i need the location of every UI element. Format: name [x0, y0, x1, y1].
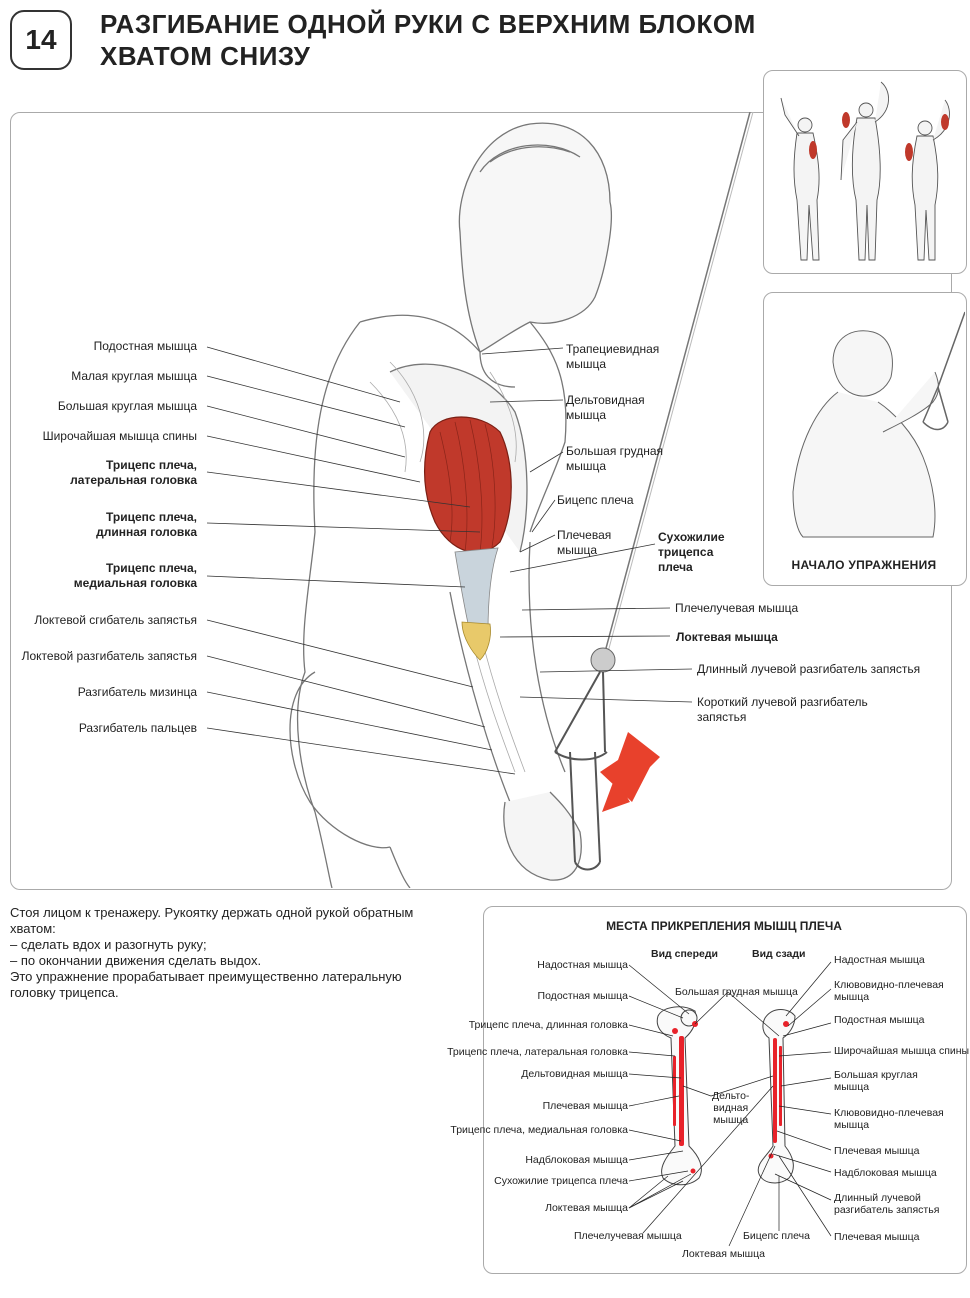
muscle-figures-illustration [780, 81, 950, 261]
label-brachialis-line2: мышца [557, 543, 598, 557]
ins-right-j: Плечевая мышца [834, 1231, 920, 1243]
description-line-3: – сделать вдох и разогнуть руку; [10, 937, 207, 952]
ins-bottom-brachioradialis: Плечелучевая мышца [574, 1230, 682, 1242]
label-trapezius-line2: мышца [566, 357, 607, 371]
label-lokt-sgibatel: Локтевой сгибатель запястья [34, 613, 197, 627]
ins-left-10: Локтевая мышца [545, 1202, 628, 1214]
start-position-caption: НАЧАЛО УПРАЖНЕНИЯ [791, 558, 937, 572]
triceps-muscle [423, 416, 512, 553]
ins-right-i: Длинный лучевой разгибатель запястья [834, 1192, 939, 1216]
ins-right-b: Клювовидно-плечевая мышца [834, 979, 944, 1003]
label-triceps-medial: Трицепс плеча, медиальная головка [10, 561, 197, 591]
ins-right-b-line2: мышца [834, 991, 870, 1003]
ins-right-i-line2: разгибатель запястья [834, 1204, 940, 1216]
ins-center-deltoid-line3: мышца [713, 1114, 749, 1126]
ins-center-deltoid: Дельто- видная мышца [712, 1090, 749, 1126]
ins-right-h: Надблоковая мышца [834, 1167, 937, 1179]
exercise-description: Стоя лицом к тренажеру. Рукоятку держать… [10, 905, 480, 1001]
ins-left-4: Трицепс плеча, латеральная головка [447, 1046, 628, 1058]
description-line-4: – по окончании движения сделать выдох. [10, 953, 262, 968]
label-triceps-tendon: Сухожилие трицепса плеча [658, 530, 725, 575]
ins-right-f: Клювовидно-плечевая мышца [834, 1107, 944, 1131]
label-triceps-lateral: Трицепс плеча, латеральная головка [10, 458, 197, 488]
ins-right-a: Надостная мышца [834, 954, 925, 966]
title-line-1: РАЗГИБАНИЕ ОДНОЙ РУКИ С ВЕРХНИМ БЛОКОМ [100, 9, 756, 39]
description-line-2: хватом: [10, 921, 56, 936]
ins-left-6: Плечевая мышца [542, 1100, 628, 1112]
label-ext-carpi-radialis-longus: Длинный лучевой разгибатель запястья [697, 662, 921, 676]
label-pectoralis-line1: Большая грудная [566, 444, 663, 458]
label-triceps-tendon-line1: Сухожилие [658, 530, 725, 544]
label-triceps-long-line1: Трицепс плеча, [106, 510, 197, 524]
label-malaya-kruglaya: Малая круглая мышца [71, 369, 197, 383]
ins-left-7: Трицепс плеча, медиальная головка [450, 1124, 628, 1136]
ins-bottom-biceps: Бицепс плеча [743, 1230, 810, 1242]
label-triceps-lateral-line2: латеральная головка [70, 473, 197, 487]
label-trapezius-line1: Трапециевидная [566, 342, 660, 356]
ins-right-f-line1: Клювовидно-плечевая [834, 1107, 944, 1119]
insertion-panel [483, 906, 967, 1274]
label-brachioradialis: Плечелучевая мышца [675, 601, 799, 615]
label-razgibatel-paltsev: Разгибатель пальцев [78, 721, 197, 735]
label-triceps-lateral-line1: Трицепс плеча, [106, 458, 197, 472]
main-illustration [206, 112, 754, 888]
label-ext-carpi-radialis-brevis-line2: запястья [697, 710, 747, 724]
movement-arrow-icon [600, 732, 660, 802]
ins-center-deltoid-line2: видная [713, 1102, 749, 1114]
label-ext-carpi-radialis-brevis: Короткий лучевой разгибатель запястья [697, 695, 868, 725]
label-triceps-tendon-line3: плеча [658, 560, 693, 574]
front-view-label: Вид спереди [651, 948, 719, 960]
label-razgibatel-mizintsa: Разгибатель мизинца [77, 685, 197, 699]
label-bolshaya-kruglaya: Большая круглая мышца [57, 399, 197, 413]
ins-right-d: Широчайшая мышца спины [834, 1045, 970, 1057]
description-line-6: головку трицепса. [10, 985, 119, 1000]
label-triceps-tendon-line2: трицепса [658, 545, 714, 559]
label-pectoralis: Большая грудная мышца [566, 444, 663, 474]
back-view-label: Вид сзади [752, 948, 806, 960]
label-triceps-long: Трицепс плеча, длинная головка [10, 510, 197, 540]
label-triceps-medial-line1: Трицепс плеча, [106, 561, 197, 575]
ins-right-b-line1: Клювовидно-плечевая [834, 979, 944, 991]
ins-right-e-line2: мышца [834, 1081, 870, 1093]
label-triceps-medial-line2: медиальная головка [73, 576, 197, 590]
label-trapezius: Трапециевидная мышца [566, 342, 659, 372]
ins-left-8: Надблоковая мышца [525, 1154, 628, 1166]
label-biceps: Бицепс плеча [557, 493, 634, 507]
label-deltoid: Дельтовидная мышца [566, 393, 645, 423]
label-triceps-long-line2: длинная головка [96, 525, 197, 539]
ins-right-f-line2: мышца [834, 1119, 870, 1131]
humerus-illustration [628, 961, 832, 1247]
ins-right-i-line1: Длинный лучевой [834, 1192, 921, 1204]
description-line-5: Это упражнение прорабатывает преимуществ… [10, 969, 402, 984]
ins-center-deltoid-line1: Дельто- [712, 1090, 750, 1102]
ins-right-e: Большая круглая мышца [834, 1069, 918, 1093]
label-ext-carpi-radialis-brevis-line1: Короткий лучевой разгибатель [697, 695, 868, 709]
label-pectoralis-line2: мышца [566, 459, 607, 473]
description-line-1: Стоя лицом к тренажеру. Рукоятку держать… [10, 905, 414, 920]
ins-right-c: Подостная мышца [834, 1014, 925, 1026]
ins-left-3: Трицепс плеча, длинная головка [468, 1019, 628, 1031]
label-podostnaya: Подостная мышца [93, 339, 197, 353]
ins-right-e-line1: Большая круглая [834, 1069, 918, 1081]
insertion-panel-title: МЕСТА ПРИКРЕПЛЕНИЯ МЫШЦ ПЛЕЧА [606, 919, 842, 933]
label-deltoid-line1: Дельтовидная [566, 393, 645, 407]
ins-center-pectoralis: Большая грудная мышца [675, 986, 798, 998]
ins-left-9: Сухожилие трицепса плеча [494, 1175, 628, 1187]
label-anconeus: Локтевая мышца [676, 630, 778, 644]
title-line-2: ХВАТОМ СНИЗУ [100, 41, 311, 71]
label-shirochaishaya: Широчайшая мышца спины [42, 429, 197, 443]
ins-right-g: Плечевая мышца [834, 1145, 920, 1157]
exercise-number-badge: 14 [10, 10, 72, 70]
start-position-illustration [792, 311, 965, 538]
label-brachialis-line1: Плечевая [557, 528, 612, 542]
page-title: РАЗГИБАНИЕ ОДНОЙ РУКИ С ВЕРХНИМ БЛОКОМ Х… [100, 8, 756, 72]
label-brachialis: Плечевая мышца [557, 528, 611, 558]
ins-left-5: Дельтовидная мышца [521, 1068, 628, 1080]
ins-left-1: Надостная мышца [537, 959, 628, 971]
ins-left-2: Подостная мышца [537, 990, 628, 1002]
label-lokt-razgibatel: Локтевой разгибатель запястья [21, 649, 197, 663]
label-deltoid-line2: мышца [566, 408, 607, 422]
ins-bottom-anconeus: Локтевая мышца [682, 1248, 765, 1260]
